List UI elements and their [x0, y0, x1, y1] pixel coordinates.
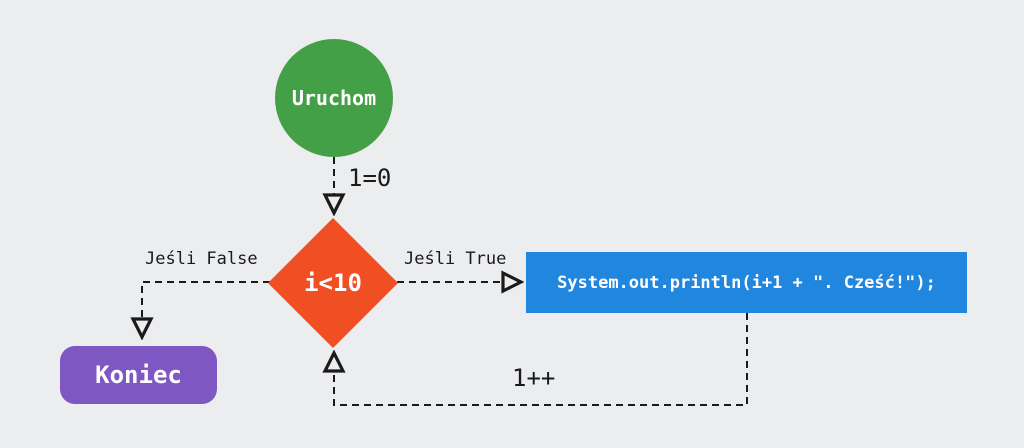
edge-label-increment: 1++: [512, 364, 556, 392]
end-node: Koniec: [60, 346, 217, 404]
arrow-false-branch: [142, 281, 270, 334]
process-node: System.out.println(i+1 + ". Cześć!");: [526, 252, 967, 313]
start-node: Uruchom: [275, 39, 393, 157]
edge-label-true-branch: Jeśli True: [404, 249, 507, 269]
edge-label-init: 1=0: [348, 164, 392, 192]
condition-node-label: i<10: [304, 269, 362, 297]
edge-label-false-branch: Jeśli False: [145, 249, 258, 269]
